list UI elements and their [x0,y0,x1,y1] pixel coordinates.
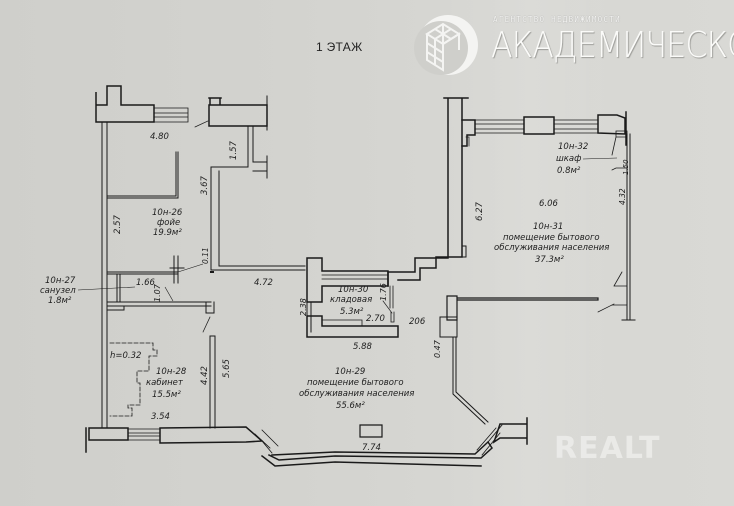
dim-0-11: 0.11 [201,247,210,264]
realt-watermark: REALT [554,431,661,466]
room-30-id: 10н-30 [338,285,368,295]
dim-4-42: 4.42 [200,366,210,385]
dim-4-32: 4.32 [618,188,627,205]
agency-logo: АГЕНТСТВО НЕДВИЖИМОСТИ АКАДЕМИЧЕСКОЕ [413,10,734,80]
dim-1-07: 1.07 [153,283,162,302]
dim-2-38: 2.38 [299,298,308,316]
wall-top-left-pillar [95,85,155,123]
dim-4-80: 4.80 [150,132,169,142]
room-labels: 10н-26 фойе 19.9м² 10н-27 санузел 1.8м² … [40,142,618,411]
room-27-name: санузел [40,286,76,296]
room-29-name2: обслуживания населения [299,389,414,399]
logo-subtitle: АГЕНТСТВО НЕДВИЖИМОСТИ [493,15,621,24]
room-31-id: 10н-31 [533,222,563,232]
wall-left-outer [101,121,108,429]
cube-logo-icon [414,15,478,75]
room-28-id: 10н-28 [156,367,187,377]
room-26-name: фойе [157,218,180,228]
wall-top-middle [208,97,268,127]
dim-0-47: 0.47 [433,339,442,358]
dim-5-65: 5.65 [222,359,232,378]
room-30-name: кладовая [330,295,372,305]
room-32-name: шкаф [556,154,581,164]
dim-7-74: 7.74 [362,443,381,453]
room-28-area: 15.5м² [152,390,181,400]
dim-1-50: 1.50 [622,159,630,175]
wall-bottom-middle [159,426,264,444]
dim-3-67: 3.67 [200,175,210,195]
wall-kabinet-top [106,301,212,311]
room-31-name: помещение бытового [503,233,600,243]
dim-2-70: 2.70 [366,314,385,324]
room-29-id: 10н-29 [335,367,365,377]
room-26-area: 19.9м² [153,228,182,238]
window-bay-right [476,424,503,456]
floor-title: 1 ЭТАЖ [316,40,363,54]
wall-sanuzel [106,271,179,303]
room-29-area: 55.6м² [336,401,365,411]
paper-fold-shading [440,0,620,506]
room-31-name2: обслуживания населения [494,243,609,253]
dim-206: 206 [409,317,426,327]
room-29-name: помещение бытового [307,378,404,388]
dim-1-76: 1.76 [379,283,388,301]
walls [85,85,636,467]
wall-corridor [210,125,306,271]
dim-h-0-32: h=0.32 [110,351,141,361]
window-top-left [153,107,189,123]
room-32-id: 10н-32 [558,142,588,152]
room-32-leader [582,157,618,160]
dim-5-88: 5.88 [353,342,373,352]
room-31-area: 37.3м² [535,255,564,265]
room-28-name: кабинет [146,378,184,388]
dim-6-06: 6.06 [539,199,559,209]
dim-3-54: 3.54 [151,412,170,422]
room-30-area: 5.3м² [340,307,364,317]
wall-kabinet-right [209,335,216,429]
wall-top-right [597,111,627,146]
window-bay-left [245,426,279,454]
dim-2-57: 2.57 [113,214,123,234]
room-27-area: 1.8м² [48,296,72,306]
logo-name: АКАДЕМИЧЕСКОЕ [491,25,734,66]
wall-bottom-left [85,427,129,453]
dim-6-27: 6.27 [475,201,485,221]
dim-1-66: 1.66 [136,278,156,288]
wardrobe-door [611,130,628,171]
room-27-leader [77,286,136,291]
window-top-right [474,119,599,134]
room-32-area: 0.8м² [557,166,581,176]
kabinet-niche-outline [109,342,158,417]
wall-room29-right [439,316,489,425]
wall-kladovaya-bottom [306,315,399,338]
wall-room31-south [446,295,599,321]
wall-bottom-bay [260,440,493,467]
window-bottom-left [127,428,161,441]
wall-top-right-pillar [523,116,555,135]
dim-4-72: 4.72 [254,278,273,288]
room-26-id: 10н-26 [152,208,183,218]
radiator-marker [359,424,383,438]
room-27-id: 10н-27 [45,276,76,286]
wall-bottom-right [492,417,528,445]
dimension-labels: 4.80 1.57 3.67 2.57 0.11 1.66 1.07 4.72 … [110,132,630,453]
wall-stepped [387,97,469,287]
wall-foyer-partition [106,151,179,199]
dim-1-57: 1.57 [229,140,239,160]
